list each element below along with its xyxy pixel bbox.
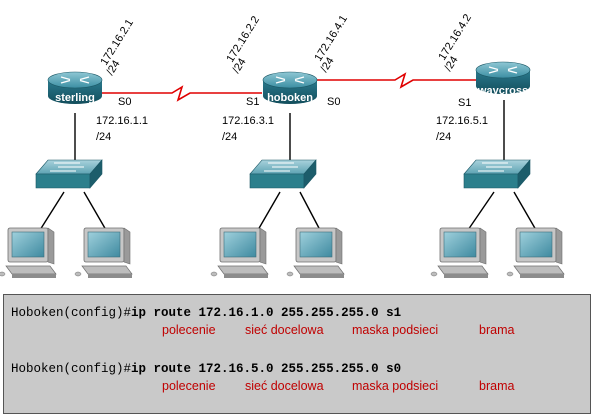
- annotation-subnet-mask: maska podsieci: [352, 379, 439, 393]
- command-box: Hoboken(config)#ip route 172.16.1.0 255.…: [3, 294, 591, 414]
- workstation-icon[interactable]: [430, 227, 489, 279]
- switch-icon[interactable]: [463, 159, 531, 189]
- waycross-port-s1: S1: [458, 97, 471, 109]
- sterling-port-s0: S0: [118, 96, 131, 108]
- pc-links: [39, 191, 537, 231]
- hoboken-lan-ip: 172.16.3.1: [222, 115, 274, 127]
- sterling-lan-ip: 172.16.1.1: [96, 115, 148, 127]
- annotation-subnet-mask: maska podsieci: [352, 323, 439, 337]
- serial-link-hoboken-waycross: [316, 72, 478, 89]
- switch-icon[interactable]: [249, 159, 317, 189]
- command-line-1: Hoboken(config)#ip route 172.16.1.0 255.…: [11, 306, 401, 320]
- router-name-waycross: waycross: [477, 85, 528, 97]
- hoboken-port-s0: S0: [327, 96, 340, 108]
- annotation-command: polecenie: [162, 379, 216, 393]
- annotation-gateway: brama: [479, 323, 515, 337]
- router-name-sterling: sterling: [55, 92, 95, 104]
- sterling-lan-mask: /24: [96, 131, 111, 143]
- annotation-destination: sieć docelowa: [245, 379, 324, 393]
- workstation-icon[interactable]: [74, 227, 133, 279]
- command-text: ip route 172.16.5.0 255.255.255.0 s0: [131, 362, 402, 376]
- hoboken-s0-ip: 172.16.4.1: [312, 13, 350, 63]
- command-line-2: Hoboken(config)#ip route 172.16.5.0 255.…: [11, 362, 401, 376]
- workstation-icon[interactable]: [286, 227, 345, 279]
- waycross-lan-ip: 172.16.5.1: [436, 115, 488, 127]
- switch-icon[interactable]: [35, 159, 103, 189]
- sterling-s0-ip: 172.16.2.1: [98, 17, 136, 67]
- workstation-icon[interactable]: [506, 227, 565, 279]
- annotation-gateway: brama: [479, 379, 515, 393]
- waycross-s1-ip: 172.16.4.2: [436, 12, 474, 62]
- waycross-lan-mask: /24: [436, 131, 451, 143]
- workstation-icon[interactable]: [0, 227, 57, 279]
- command-prompt: Hoboken(config)#: [11, 362, 132, 376]
- annotation-destination: sieć docelowa: [245, 323, 324, 337]
- workstation-icon[interactable]: [210, 227, 269, 279]
- hoboken-s1-ip: 172.16.2.2: [224, 14, 262, 64]
- command-text: ip route 172.16.1.0 255.255.255.0 s1: [131, 306, 402, 320]
- router-name-hoboken: hoboken: [267, 92, 313, 104]
- annotation-command: polecenie: [162, 323, 216, 337]
- hoboken-lan-mask: /24: [222, 131, 237, 143]
- network-diagram: sterling hoboken waycross 172.16.2.1 /24…: [0, 12, 565, 279]
- hoboken-port-s1: S1: [246, 96, 259, 108]
- command-prompt: Hoboken(config)#: [11, 306, 132, 320]
- serial-link-sterling-hoboken: [100, 85, 262, 102]
